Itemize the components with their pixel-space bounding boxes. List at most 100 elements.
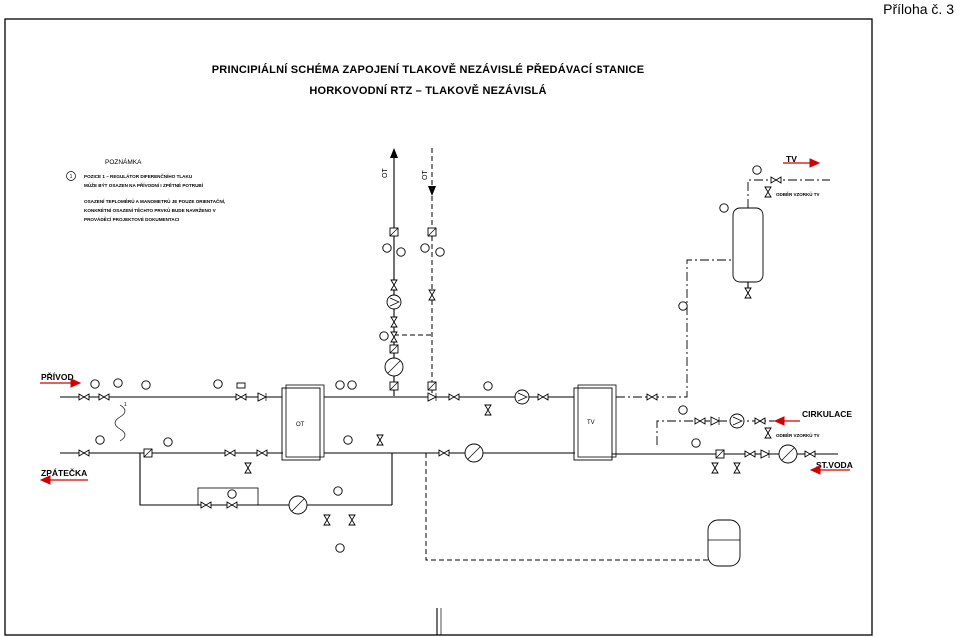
tv-hot-water-line [616,259,733,398]
riser-valve [390,279,398,291]
tv-charging-pump [514,389,530,405]
tv-label: TV [786,154,797,164]
return-valve-3 [256,449,268,457]
ot-circulation-pump [386,294,402,310]
expansion-line [425,453,708,561]
tv-exchanger-label: TV [587,420,595,426]
riser-bottom-filter [389,381,399,391]
riser-check-valve [390,316,398,328]
return-ti [163,437,173,447]
return-filter [143,448,153,458]
tv-outlet-pi [752,165,762,175]
note-line-1: POZICE 1 – REGULÁTOR DIFERENČNÍHO TLAKU [84,172,193,179]
circulation-pump [729,413,745,429]
riser-return-pi [435,247,445,257]
sample-label-1: ODBĚR VZORKŮ TV [776,190,820,197]
supply-valve-1 [78,393,90,401]
tv-outlet-valve-2 [770,176,782,184]
tv-outlet-valve [646,393,658,401]
fill-pi [333,486,343,496]
riser-control-actuator [379,331,389,341]
supply-fq [213,379,223,389]
return-drain [244,462,252,474]
tv-storage-tank [732,207,764,283]
circulation-arrow [773,416,785,426]
cold-water-label: ST.VODA [816,460,853,470]
regulator-mark: 1 [124,402,127,408]
ot-down-arrow [428,186,436,196]
cold-water-arrow [809,465,821,475]
ot-exchanger-label: OT [296,422,305,428]
secondary-return-ti [343,435,353,445]
note-marker: 1 [70,174,73,180]
riser-pi-gauge [396,247,406,257]
note-line-3: OSAZENÍ TEPLOMĚRŮ A MANOMETRŮ JE POUZE O… [84,197,225,204]
diagram-title: PRINCIPIÁLNÍ SCHÉMA ZAPOJENÍ TLAKOVĚ NEZ… [212,63,644,76]
tv-control-valve [484,404,492,416]
supply-ti [141,380,151,390]
note-marker-circle [66,171,76,181]
cold-water-valve-2 [804,450,816,458]
fill-loop [139,453,290,506]
circulation-valve-1 [694,417,706,425]
cold-water-drain-1 [711,462,719,474]
return-pc [95,435,105,445]
return-label: ZPÁTEČKA [41,467,87,478]
diagram-subtitle: HORKOVODNÍ RTZ – TLAKOVĚ NEZÁVISLÁ [309,84,546,97]
fill-valve-1 [200,501,212,509]
tank-ti [719,203,729,213]
note-line-4: KONKRÉTNÍ OSAZENÍ TĚCHTO PRVKŮ BUDE NAVR… [84,206,217,213]
tv-heat-meter [464,443,484,463]
circulation-tc [678,405,688,415]
fill-gauge [335,543,345,553]
circulation-line [656,420,800,445]
fill-drain-valve [323,514,331,526]
circulation-valve-2 [754,417,766,425]
secondary-check [427,392,437,402]
supply-tc [113,378,123,388]
riser-return-bottom-filter [427,381,437,391]
circulation-check [710,416,720,426]
ot-exchanger-plate [285,384,325,458]
return-valve-2 [224,449,236,457]
ot-up-label: OT [382,168,389,178]
supply-actuator [236,382,246,389]
ot-heat-exchanger [281,387,321,461]
fill-valve-2 [226,501,238,509]
secondary-ti [335,380,345,390]
riser-return-valve [428,289,436,301]
fill-water-meter [288,495,308,515]
secondary-pi [347,380,357,390]
supply-pi [90,379,100,389]
secondary-return-valve [438,449,450,457]
note-line-2: MŮŽE BÝT OSAZEN NA PŘÍVODNÍ I ZPĚTNÉ POT… [84,181,204,188]
cold-water-filter [715,449,725,459]
safety-valve [376,434,384,446]
tv-exchanger-plate [577,384,617,458]
cold-water-meter [778,444,798,464]
riser-return-filter [427,227,437,237]
riser-lower-filter [389,344,399,354]
cold-water-drain-2 [733,462,741,474]
return-valve-1 [78,449,90,457]
tv-arrow [809,158,821,168]
tv-valve [537,393,549,401]
cold-water-valve-1 [744,450,756,458]
ot-heat-meter [384,357,404,377]
appendix-label: Příloha č. 3 [883,1,954,17]
cold-water-check [760,449,770,459]
cold-water-pi [691,438,701,448]
tv-line-ti [678,301,688,311]
supply-arrow [70,378,82,388]
fill-meter [227,489,237,499]
note-heading: POZNÁMKA [105,157,142,166]
riser-ti-gauge [382,243,392,253]
regulator-impulse-coil [114,404,126,442]
supply-label: PŘÍVOD [41,371,74,382]
supply-check-valve [257,392,267,402]
sample-label-2: ODBĚR VZORKŮ TV [776,431,820,438]
supply-control-valve [235,393,247,401]
return-arrow [39,475,51,485]
riser-return-tc [420,243,430,253]
